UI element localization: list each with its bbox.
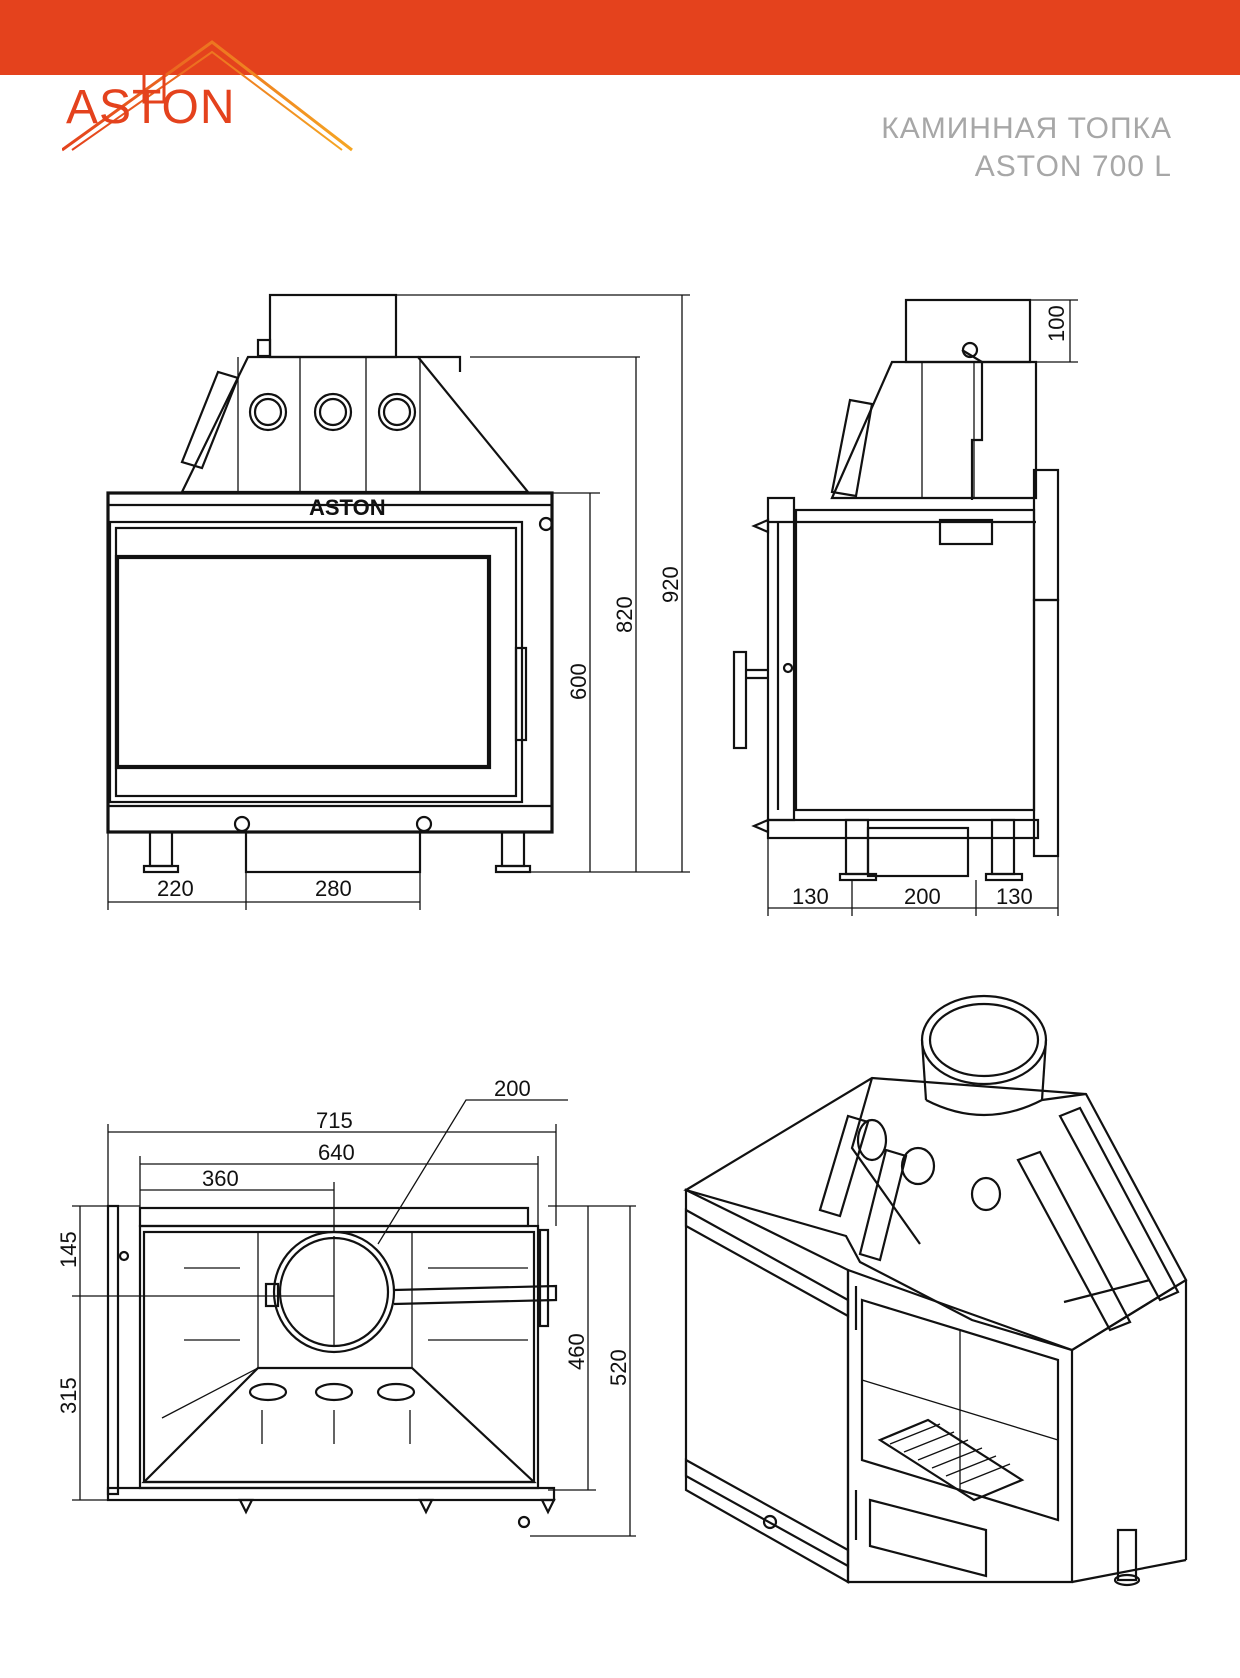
- top-dimension-lines: [72, 1099, 636, 1537]
- logo-wordmark: ASTON: [66, 81, 236, 134]
- side-ash-tray: [866, 826, 970, 878]
- top-dim-460: 460: [564, 1333, 589, 1370]
- iso-hood: [683, 1076, 1188, 1352]
- front-dim-280: 280: [315, 876, 352, 901]
- iso-body-left: [684, 1188, 850, 1584]
- iso-grate: [877, 1418, 1025, 1502]
- iso-flue-collar: [920, 994, 1048, 1086]
- side-dimension-lines: [767, 299, 1078, 916]
- top-dim-315: 315: [56, 1377, 81, 1414]
- top-dim-715: 715: [316, 1108, 353, 1133]
- side-door-handle: [732, 650, 748, 750]
- front-door: [108, 520, 524, 804]
- front-hood-hole-3: [377, 392, 417, 432]
- product-title: КАМИННАЯ ТОПКА ASTON 700 L: [881, 110, 1172, 186]
- iso-firebox: [860, 1298, 1060, 1522]
- top-dim-520: 520: [606, 1349, 631, 1386]
- front-door-hinge: [514, 646, 528, 742]
- side-dim-100: 100: [1044, 305, 1069, 342]
- front-dim-820: 820: [612, 596, 637, 633]
- side-dim-200: 200: [904, 884, 941, 909]
- iso-leg: [1116, 1528, 1138, 1582]
- top-dim-360: 360: [202, 1166, 239, 1191]
- title-line-1: КАМИННАЯ ТОПКА: [881, 112, 1172, 145]
- front-dim-920: 920: [658, 566, 683, 603]
- front-glass: [114, 554, 492, 770]
- top-rear-slope: [141, 1366, 537, 1484]
- front-dim-600: 600: [566, 663, 591, 700]
- front-damper-lever: [418, 355, 462, 372]
- top-dim-200-flue: 200: [494, 1076, 531, 1101]
- side-dim-130-right: 130: [996, 884, 1033, 909]
- top-dim-145: 145: [56, 1231, 81, 1268]
- top-bar: [0, 0, 1240, 75]
- aston-logo: [62, 30, 353, 152]
- front-hood-hole-1: [248, 392, 288, 432]
- front-dimension-lines: [107, 294, 690, 910]
- front-badge: ASTON: [309, 495, 386, 520]
- front-dim-220: 220: [157, 876, 194, 901]
- title-line-2: ASTON 700 L: [974, 150, 1172, 183]
- front-ash-tray: [244, 830, 422, 874]
- front-hood-hole-2: [313, 392, 353, 432]
- iso-ash-drawer: [868, 1498, 988, 1578]
- side-bracket: [938, 518, 994, 546]
- side-dim-130-left: 130: [792, 884, 829, 909]
- top-dim-640: 640: [318, 1140, 355, 1165]
